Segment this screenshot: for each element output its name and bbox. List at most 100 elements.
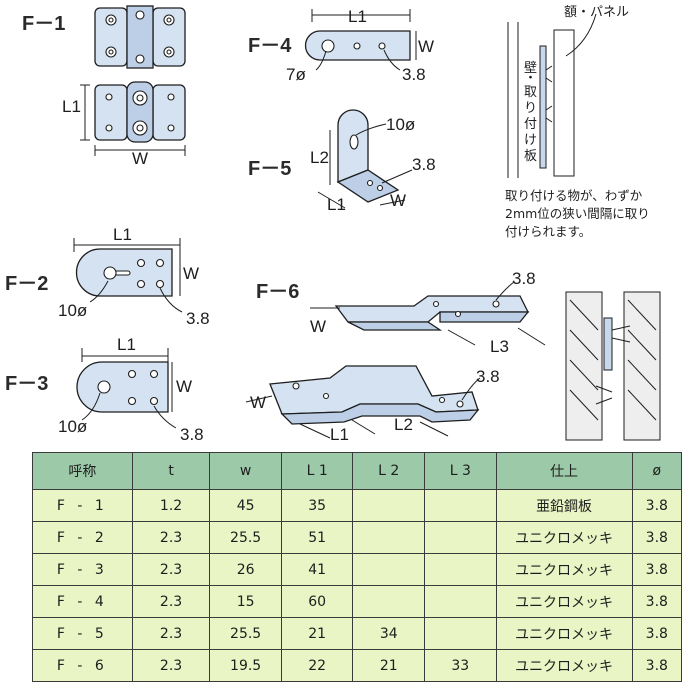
cell-l1: 35 [280,489,354,522]
cell-l1: 51 [280,521,354,554]
wall-section-diagram [565,291,661,441]
f1-front-view [80,81,186,156]
cell-diameter: 3.8 [631,553,683,586]
install-diagram: 額・パネル 壁 ・ 取 り 付 け 板 [507,5,629,178]
header-l2: L 2 [352,452,425,490]
f6-dim-l1: L1 [330,425,349,444]
cell-diameter: 3.8 [631,489,683,522]
table-header-row: 呼称 t w L 1 L 2 L 3 仕上 ø [32,452,683,490]
cell-l3 [424,489,497,522]
figure-f3: F－3 L1 W 10ø 3.8 [5,335,204,444]
cell-diameter: 3.8 [631,521,683,554]
cell-finish: ユニクロメッキ [495,649,633,682]
cell-l3: 33 [424,649,497,682]
f2-dim-l1: L1 [113,225,132,244]
wall-label-char-5: 付 [524,117,537,132]
f3-label: F－3 [5,373,48,395]
wall-label-char-1: 壁 [524,61,537,76]
spec-table: 呼称 t w L 1 L 2 L 3 仕上 ø F - 1 1.2 45 35 … [32,452,683,682]
f1-dim-w: W [132,149,148,168]
f4-dim-l1: L1 [348,7,367,26]
cell-finish: ユニクロメッキ [495,521,633,554]
f4-label: F－4 [248,35,292,57]
f5-label: F－5 [248,158,291,180]
cell-l2 [352,489,425,522]
cell-l3 [424,553,497,586]
cell-l2 [352,585,425,618]
cell-l1: 41 [280,553,354,586]
f2-hole-10: 10ø [58,301,87,320]
table-row: F - 6 2.3 19.5 22 21 33 ユニクロメッキ 3.8 [32,649,683,682]
cell-diameter: 3.8 [631,585,683,618]
f6-hole-3-8-top: 3.8 [512,269,536,288]
cell-w: 45 [209,489,282,522]
table-row: F - 5 2.3 25.5 21 34 ユニクロメッキ 3.8 [32,617,683,650]
f5-dim-l2: L2 [310,148,329,167]
cell-l2: 21 [352,649,425,682]
header-l3: L 3 [424,452,497,490]
cell-l2 [352,553,425,586]
f4-hole-7: 7ø [286,65,306,84]
installation-note: 取り付ける物が、わずか 2mm位の狭い間隔に取り 付けられます。 [505,188,650,239]
header-w: w [209,452,282,490]
cell-t: 2.3 [131,617,211,650]
f5-dim-l1: L1 [327,195,346,214]
wall-label-char-7: 板 [524,149,537,164]
wall-label-char-4: り [524,101,537,116]
f4-hole-3-8: 3.8 [402,65,426,84]
panel-label: 額・パネル [564,5,629,20]
f1-label: F－1 [22,13,65,35]
table-row: F - 2 2.3 25.5 51 ユニクロメッキ 3.8 [32,521,683,554]
f1-top-view [94,5,186,69]
cell-w: 25.5 [209,617,282,650]
cell-finish: 亜鉛鋼板 [495,489,633,522]
f6-hole-3-8-bottom: 3.8 [476,367,500,386]
cell-name: F - 6 [32,649,133,682]
cell-name: F - 3 [32,553,133,586]
cell-diameter: 3.8 [631,649,683,682]
header-name: 呼称 [32,452,133,490]
figure-f6: F－6 3.8 L3 W 3.8 W L1 L2 [245,269,546,444]
table-row: F - 4 2.3 15 60 ユニクロメッキ 3.8 [32,585,683,618]
f3-dim-l1: L1 [117,335,136,354]
cell-l2 [352,521,425,554]
cell-t: 2.3 [131,649,211,682]
cell-l3 [424,617,497,650]
cell-w: 25.5 [209,521,282,554]
wall-label-char-2: ・ [524,71,537,86]
figure-f4: F－4 L1 W 7ø 3.8 [248,7,434,84]
cell-l3 [424,585,497,618]
figure-f5: F－5 L2 L1 W 10ø 3.8 [248,109,436,214]
header-finish: 仕上 [495,452,633,490]
cell-diameter: 3.8 [631,617,683,650]
cell-finish: ユニクロメッキ [495,553,633,586]
f1-dim-l1: L1 [62,97,81,116]
f6-dim-w-bottom: W [250,393,266,412]
table-row: F - 3 2.3 26 41 ユニクロメッキ 3.8 [32,553,683,586]
wall-label-char-6: け [524,133,537,148]
f3-hole-10: 10ø [58,417,87,436]
cell-l1: 60 [280,585,354,618]
f5-dim-w: W [390,191,406,210]
f3-hole-3-8: 3.8 [180,425,204,444]
cell-t: 2.3 [131,521,211,554]
cell-finish: ユニクロメッキ [495,585,633,618]
f2-hole-3-8: 3.8 [186,309,210,328]
cell-name: F - 4 [32,585,133,618]
cell-l1: 22 [280,649,354,682]
figure-f2: F－2 L1 W 10ø 3.8 [5,225,210,328]
cell-name: F - 5 [32,617,133,650]
cell-t: 1.2 [131,489,211,522]
cell-w: 15 [209,585,282,618]
f5-hole-10: 10ø [386,115,415,134]
cell-l3 [424,521,497,554]
header-diameter: ø [631,452,683,490]
header-l1: L 1 [280,452,354,490]
cell-name: F - 1 [32,489,133,522]
header-t: t [131,452,211,490]
f3-dim-w: W [176,377,192,396]
cell-t: 2.3 [131,585,211,618]
f2-label: F－2 [5,273,48,295]
f4-dim-w: W [418,37,434,56]
cell-finish: ユニクロメッキ [495,617,633,650]
